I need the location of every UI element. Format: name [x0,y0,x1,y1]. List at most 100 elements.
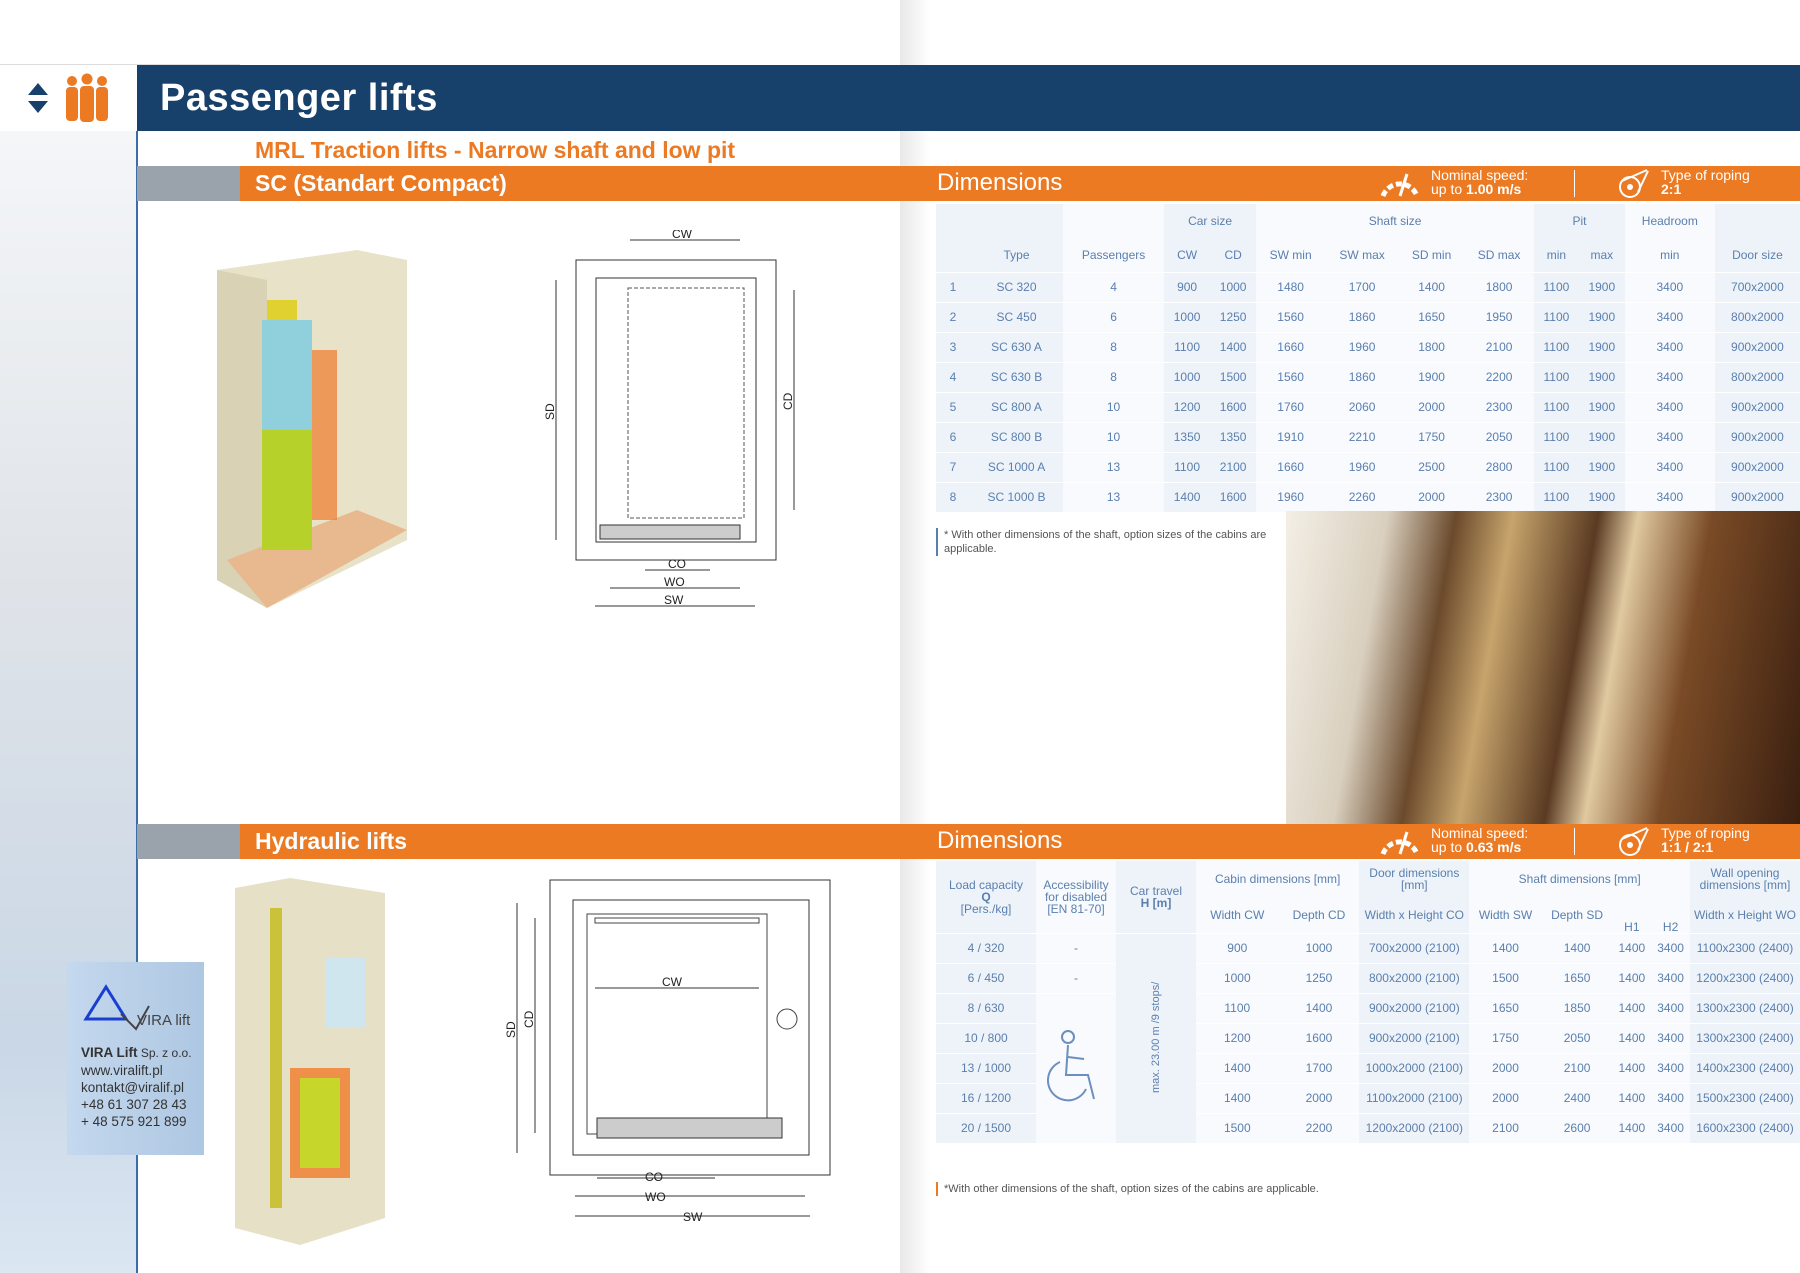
table-cell: 1500 [1469,962,1542,993]
column-header: max [1590,247,1614,262]
column-header: CW [1177,247,1198,262]
table-cell: 3400 [1651,962,1690,993]
section-bar-sc: SC (Standart Compact) Dimensions Nominal… [137,166,1800,201]
table-cell: 1100 [1164,331,1211,362]
column-subheader: Depth CD [1292,907,1346,922]
email-link[interactable]: kontakt@viralif.pl [81,1080,184,1095]
table-cell: 1700 [1325,271,1400,302]
dim-label-co: CO [645,1170,663,1184]
table-cell: SC 800 A [970,391,1064,422]
group-pit: Pit [1572,214,1587,228]
table-cell: 3400 [1651,1082,1690,1113]
table-cell: 2300 [1464,481,1535,512]
table-cell: 900x2000 (2100) [1359,992,1470,1023]
group-headroom: Headroom [1641,214,1698,228]
table-cell: 1750 [1399,421,1465,452]
table-cell: 8 / 630 [936,992,1036,1023]
table-cell: 3400 [1624,451,1715,482]
table-cell: 1400 [1196,1082,1279,1113]
group-car-size: Car size [1188,214,1233,228]
table-cell: 4 [1063,271,1165,302]
table-cell: 6 [1063,301,1165,332]
table-cell: 8 [1063,361,1165,392]
roping-label: Type of roping [1661,825,1750,841]
dim-label-wo: WO [664,575,685,589]
table-cell: 2000 [1469,1082,1542,1113]
hydraulic-shaft-plan-drawing: CW SD CD CO WO SW [505,879,831,1223]
table-cell: 1200 [1164,391,1211,422]
table-cell: 1100 [1534,271,1579,302]
pulley-icon [1619,169,1649,198]
dimensions-title: Dimensions [937,827,1063,854]
table-cell: 1950 [1464,301,1535,332]
separator [1574,828,1575,855]
table-cell: 2050 [1464,421,1535,452]
website-link[interactable]: www.viralift.pl [81,1063,163,1078]
table-cell: 1960 [1325,451,1400,482]
table-cell: 1500 [1210,361,1257,392]
header-text: H [m] [1140,895,1172,910]
table-cell: 1100x2000 (2100) [1359,1082,1470,1113]
table-cell: 1660 [1256,451,1326,482]
table-cell: 900 [1196,932,1279,963]
company-suffix: Sp. z o.o. [137,1046,192,1060]
dim-label-sd: SD [505,1021,518,1038]
table-cell: 10 [1063,391,1165,422]
table-cell: 3 [936,331,970,362]
speed-value: 0.63 m/s [1466,839,1522,855]
table-cell: 1400x2300 (2400) [1690,1052,1800,1083]
table-cell: 2100 [1469,1112,1542,1143]
table-cell: 1400 [1612,932,1652,963]
table-cell: 1400 [1278,992,1360,1023]
header-icons [0,65,137,131]
table-cell: 1400 [1210,331,1257,362]
table-cell: 1900 [1578,361,1625,392]
table-cell: 4 / 320 [936,932,1036,963]
table-cell: 2100 [1541,1052,1613,1083]
table-cell: 1100 [1534,301,1579,332]
people-icon [65,73,108,122]
table-cell: 1600 [1210,391,1257,422]
roping-label: Type of roping [1661,167,1750,183]
table-cell: 2000 [1399,481,1465,512]
table-cell: 3400 [1624,481,1715,512]
table-cell: 2100 [1210,451,1257,482]
table-cell: SC 450 [970,301,1064,332]
table-cell: 2200 [1464,361,1535,392]
table-cell: 1600 [1278,1022,1360,1053]
table-cell: 3400 [1651,1022,1690,1053]
speedometer-icon [1380,173,1420,198]
table-cell: 1960 [1256,481,1326,512]
roping-value: 2:1 [1661,181,1682,197]
table-cell: 1250 [1210,301,1257,332]
table-cell: 13 / 1000 [936,1052,1036,1083]
table-cell: 3400 [1624,361,1715,392]
table-cell: 1100 [1534,361,1579,392]
table-cell: 900x2000 (2100) [1359,1022,1470,1053]
column-header: Type [1003,247,1030,262]
column-subheader: H2 [1662,919,1679,934]
table-cell: 1200 [1196,1022,1279,1053]
table-cell: 1400 [1541,932,1613,963]
table-cell: 1400 [1612,1082,1652,1113]
table-cell: 1800 [1399,331,1465,362]
table-cell: 2400 [1541,1082,1613,1113]
table-cell: 1400 [1612,1022,1652,1053]
table-cell: 1350 [1164,421,1211,452]
table-cell: 2060 [1325,391,1400,422]
table-cell: 20 / 1500 [936,1112,1036,1143]
table-cell: 1100 [1534,331,1579,362]
vira-lift-logo: VIRA lift [81,984,194,1044]
table-cell: 1 [936,271,970,302]
table-cell: 2500 [1399,451,1465,482]
table-cell: 6 / 450 [936,962,1036,993]
table-cell: 1300x2300 (2400) [1690,992,1800,1023]
